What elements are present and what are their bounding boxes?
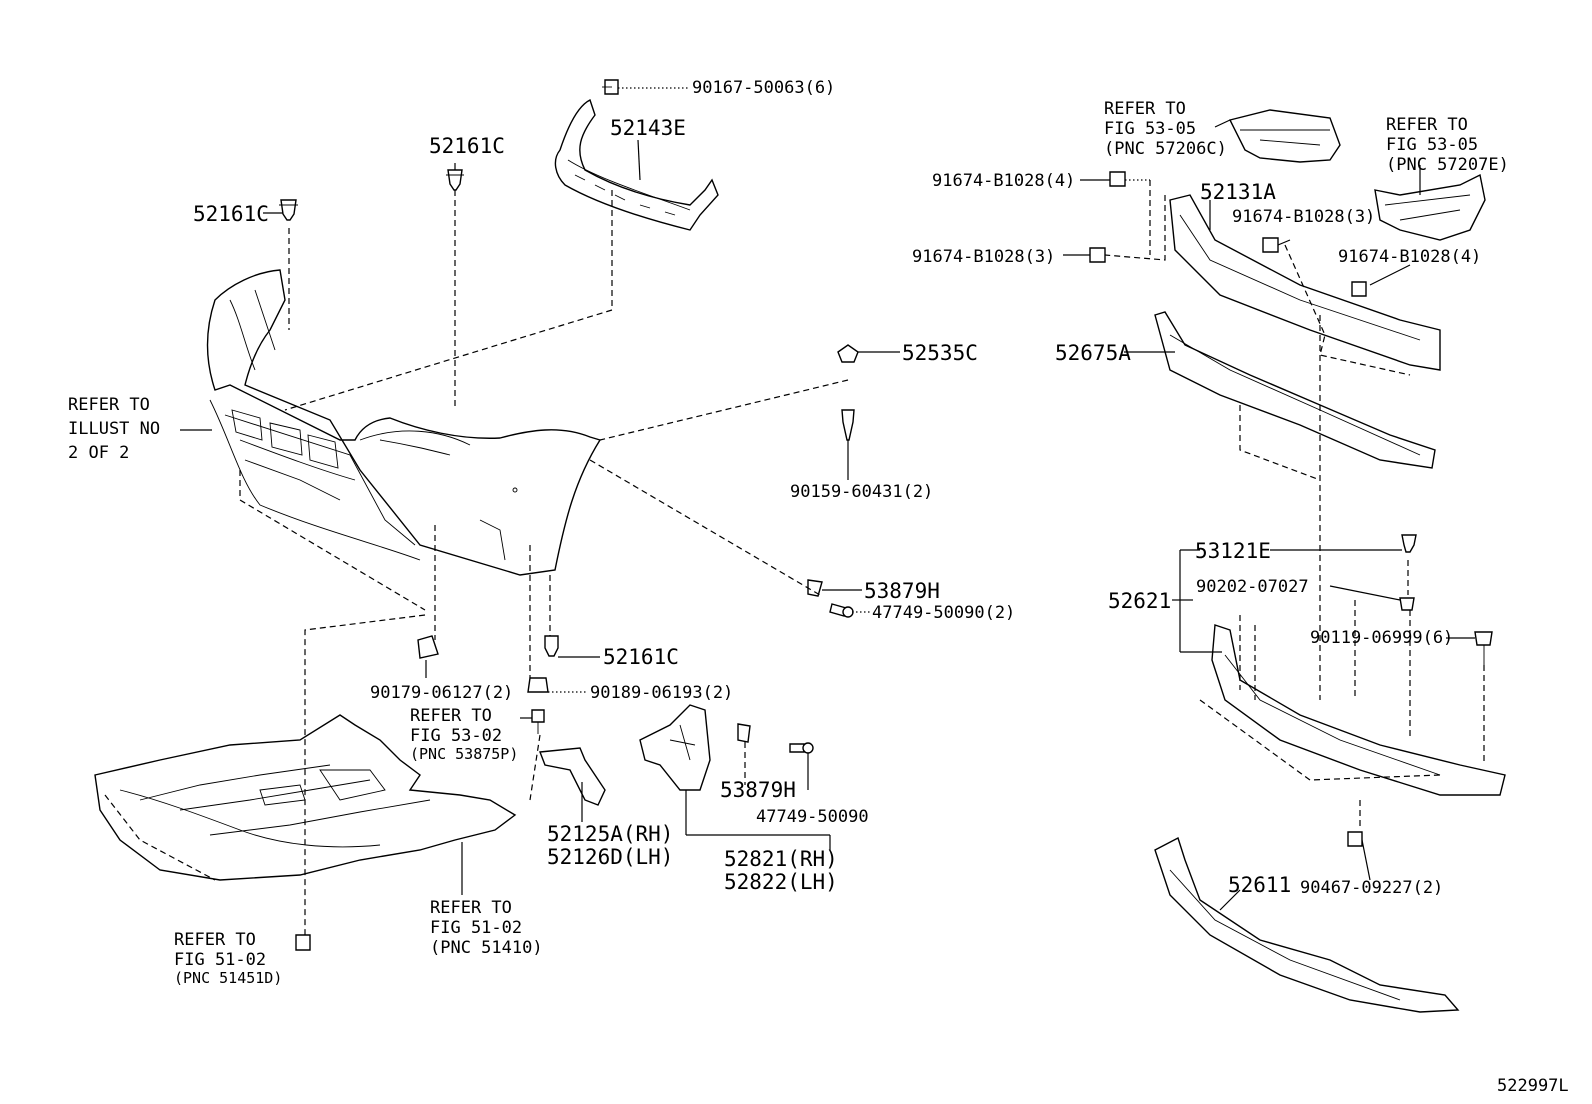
label-52611: 52611 [1228, 873, 1291, 897]
bolt-51-02 [295, 934, 311, 951]
front-spoiler-52611 [1154, 836, 1460, 1013]
label-52126D: 52126D(LH) [547, 845, 673, 869]
label-52822: 52822(LH) [724, 870, 838, 894]
bumper-bracket-52143E [554, 99, 719, 231]
clip-53879H-upper [807, 579, 823, 597]
label-90467-09227: 90467-09227(2) [1300, 878, 1443, 898]
bracket-57207E [1374, 173, 1486, 241]
bolt-91674-3a [1089, 247, 1106, 263]
label-refer-53-05-b-1: REFER TO [1386, 115, 1468, 135]
bolt-90119-06999 [1474, 631, 1493, 665]
label-52161C-left: 52161C [193, 202, 269, 226]
label-52143E: 52143E [610, 116, 686, 140]
label-refer-51-02-b-3: (PNC 51451D) [174, 969, 282, 987]
label-refer-53-05-a-3: (PNC 57206C) [1104, 139, 1227, 159]
screw-90159-60431 [841, 409, 855, 441]
bolt-53-02 [531, 709, 545, 734]
leader-lines [104, 87, 1485, 935]
label-90189-06193: 90189-06193(2) [590, 683, 733, 703]
bolt-90167-50063 [602, 79, 619, 95]
label-53121E: 53121E [1195, 539, 1271, 563]
label-90179-06127: 90179-06127(2) [370, 683, 513, 703]
label-91674-B1028-3a: 91674-B1028(3) [912, 247, 1055, 267]
engine-under-cover [94, 714, 517, 881]
label-refer-53-02-3: (PNC 53875P) [410, 745, 518, 763]
clip-53879H-lower [737, 723, 751, 743]
bumper-support-52621 [1211, 624, 1506, 796]
bracket-57206C [1228, 109, 1341, 163]
label-53879H-lower: 53879H [720, 778, 796, 802]
front-bumper-cover [206, 269, 602, 576]
clip-52161C-upper [446, 169, 464, 191]
seal-52125A [539, 747, 606, 806]
bolt-91674-4a [1109, 171, 1126, 187]
label-refer-53-05-b-3: (PNC 57207E) [1386, 155, 1509, 175]
label-refer-53-05-a-1: REFER TO [1104, 99, 1186, 119]
diagram-id: 522997L [1497, 1076, 1569, 1096]
label-refer-illust-1: REFER TO [68, 395, 150, 415]
clip-53121E [1401, 534, 1417, 553]
bumper-reinforcement-52131A [1169, 194, 1441, 371]
label-53879H-upper: 53879H [864, 579, 940, 603]
label-91674-B1028-3b: 91674-B1028(3) [1232, 207, 1375, 227]
label-47749-50090: 47749-50090 [756, 807, 869, 827]
label-91674-B1028-4b: 91674-B1028(4) [1338, 247, 1481, 267]
label-52535C: 52535C [902, 341, 978, 365]
nut-90179-06127 [417, 635, 439, 659]
label-refer-51-02-b-1: REFER TO [174, 930, 256, 950]
label-refer-51-02-b-2: FIG 51-02 [174, 950, 266, 970]
label-90119-06999: 90119-06999(6) [1310, 628, 1453, 648]
label-52161C-lower: 52161C [603, 645, 679, 669]
label-90202-07027: 90202-07027 [1196, 577, 1309, 597]
label-52821: 52821(RH) [724, 847, 838, 871]
label-52161C-upper: 52161C [429, 134, 505, 158]
label-52125A: 52125A(RH) [547, 822, 673, 846]
screw-47749-lower [789, 742, 814, 754]
clip-90202-07027 [1399, 597, 1415, 611]
label-refer-51-02-a-1: REFER TO [430, 898, 512, 918]
label-refer-51-02-a-2: FIG 51-02 [430, 918, 522, 938]
nut-90189-06193 [527, 677, 549, 693]
label-refer-illust-3: 2 OF 2 [68, 443, 129, 463]
label-52131A: 52131A [1200, 180, 1276, 204]
label-refer-51-02-a-3: (PNC 51410) [430, 938, 543, 958]
label-90167-50063: 90167-50063(6) [692, 78, 835, 98]
screw-47749-upper [829, 603, 854, 618]
label-52675A: 52675A [1055, 341, 1131, 365]
label-refer-53-05-b-2: FIG 53-05 [1386, 135, 1478, 155]
energy-absorber-52675A [1154, 311, 1436, 469]
clip-90467-09227 [1347, 831, 1363, 847]
label-refer-53-02-1: REFER TO [410, 706, 492, 726]
label-52621: 52621 [1108, 589, 1171, 613]
label-refer-53-02-2: FIG 53-02 [410, 726, 502, 746]
label-refer-53-05-a-2: FIG 53-05 [1104, 119, 1196, 139]
clip-52161C-left [279, 199, 298, 221]
label-91674-B1028-4a: 91674-B1028(4) [932, 171, 1075, 191]
label-47749-50090-2: 47749-50090(2) [872, 603, 1015, 623]
bracket-52821 [639, 704, 711, 791]
bolt-91674-3b [1262, 237, 1279, 253]
label-90159-60431: 90159-60431(2) [790, 482, 933, 502]
clip-52535C [837, 344, 859, 363]
label-refer-illust-2: ILLUST NO [68, 419, 160, 439]
clip-52161C-lower [544, 635, 559, 657]
part-labels: 90167-50063(6) 52143E 52161C 52161C REFE… [68, 78, 1569, 1096]
bolt-91674-4b [1351, 281, 1367, 297]
